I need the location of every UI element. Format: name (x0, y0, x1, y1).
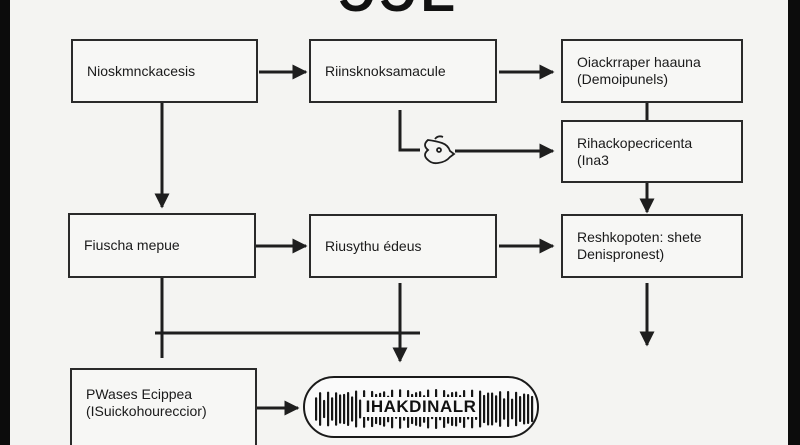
connector-layer (154, 64, 655, 416)
node-n3-line-1: Oiackrraper haauna (577, 54, 701, 70)
waveform-bar (359, 399, 362, 419)
node-n6: Riusythu édeus (309, 214, 497, 278)
node-n1-line-1: Nioskmnckacesis (87, 62, 196, 79)
waveform-bar (495, 395, 498, 423)
node-n1: Nioskmnckacesis (71, 39, 258, 103)
node-n7: Reshkopoten: shete Denispronest) (561, 214, 743, 278)
node-n2-line-1: Riinsknoksamacule (325, 62, 446, 79)
waveform-bar (487, 392, 490, 426)
output-label: IHAKDINALR (362, 397, 480, 417)
waveform-bar (499, 391, 502, 427)
node-n2: Riinsknoksamacule (309, 39, 497, 103)
node-n8: PWases Ecippea (ISuickohoureccior) (70, 368, 257, 445)
waveform-bar (327, 391, 330, 427)
node-n4: Rihackopecricenta (Ina3 (561, 120, 743, 183)
waveform-bar (519, 395, 522, 423)
waveform-bar (491, 392, 494, 426)
node-n5-line-1: Fiuscha mepue (84, 237, 180, 253)
hand-icon (424, 135, 456, 165)
waveform-bar (507, 390, 510, 428)
node-n6-line-1: Riusythu édeus (325, 237, 422, 254)
waveform-bar (527, 394, 530, 424)
waveform-bar (335, 392, 338, 426)
node-n3-line-2: (Demoipunels) (577, 71, 669, 87)
node-n7-line-1: Reshkopoten: shete (577, 229, 702, 245)
waveform-bar (523, 393, 526, 425)
waveform-bar (315, 397, 318, 421)
node-n8-line-2: (ISuickohoureccior) (86, 403, 207, 419)
waveform-bar (503, 398, 506, 420)
page-title: ЭЭЕ (10, 0, 788, 24)
node-n5: Fiuscha mepue (68, 213, 256, 278)
node-n3: Oiackrraper haauna (Demoipunels) (561, 39, 743, 103)
waveform-bar (511, 398, 514, 420)
waveform-bar (483, 394, 486, 424)
node-n4-line-2: (Ina3 (577, 151, 609, 168)
waveform-bar (515, 391, 518, 427)
waveform-bar (355, 390, 358, 428)
waveform-bar (531, 395, 534, 423)
waveform-bar (479, 390, 482, 428)
waveform-bar (331, 397, 334, 421)
connector-n2-hand (398, 110, 420, 152)
waveform-bar (351, 396, 354, 422)
output-waveform-node: IHAKDINALR (303, 376, 539, 438)
waveform-bar (339, 394, 342, 424)
waveform-bar (347, 392, 350, 426)
diagram-canvas: ЭЭЕ Nioskmnck (10, 0, 788, 445)
node-n4-line-1: Rihackopecricenta (577, 134, 693, 151)
waveform-bar (319, 392, 322, 426)
node-n7-line-2: Denispronest) (577, 246, 665, 262)
waveform-bar (343, 393, 346, 425)
node-n8-line-1: PWases Ecippea (86, 386, 193, 402)
waveform-bar (323, 399, 326, 419)
